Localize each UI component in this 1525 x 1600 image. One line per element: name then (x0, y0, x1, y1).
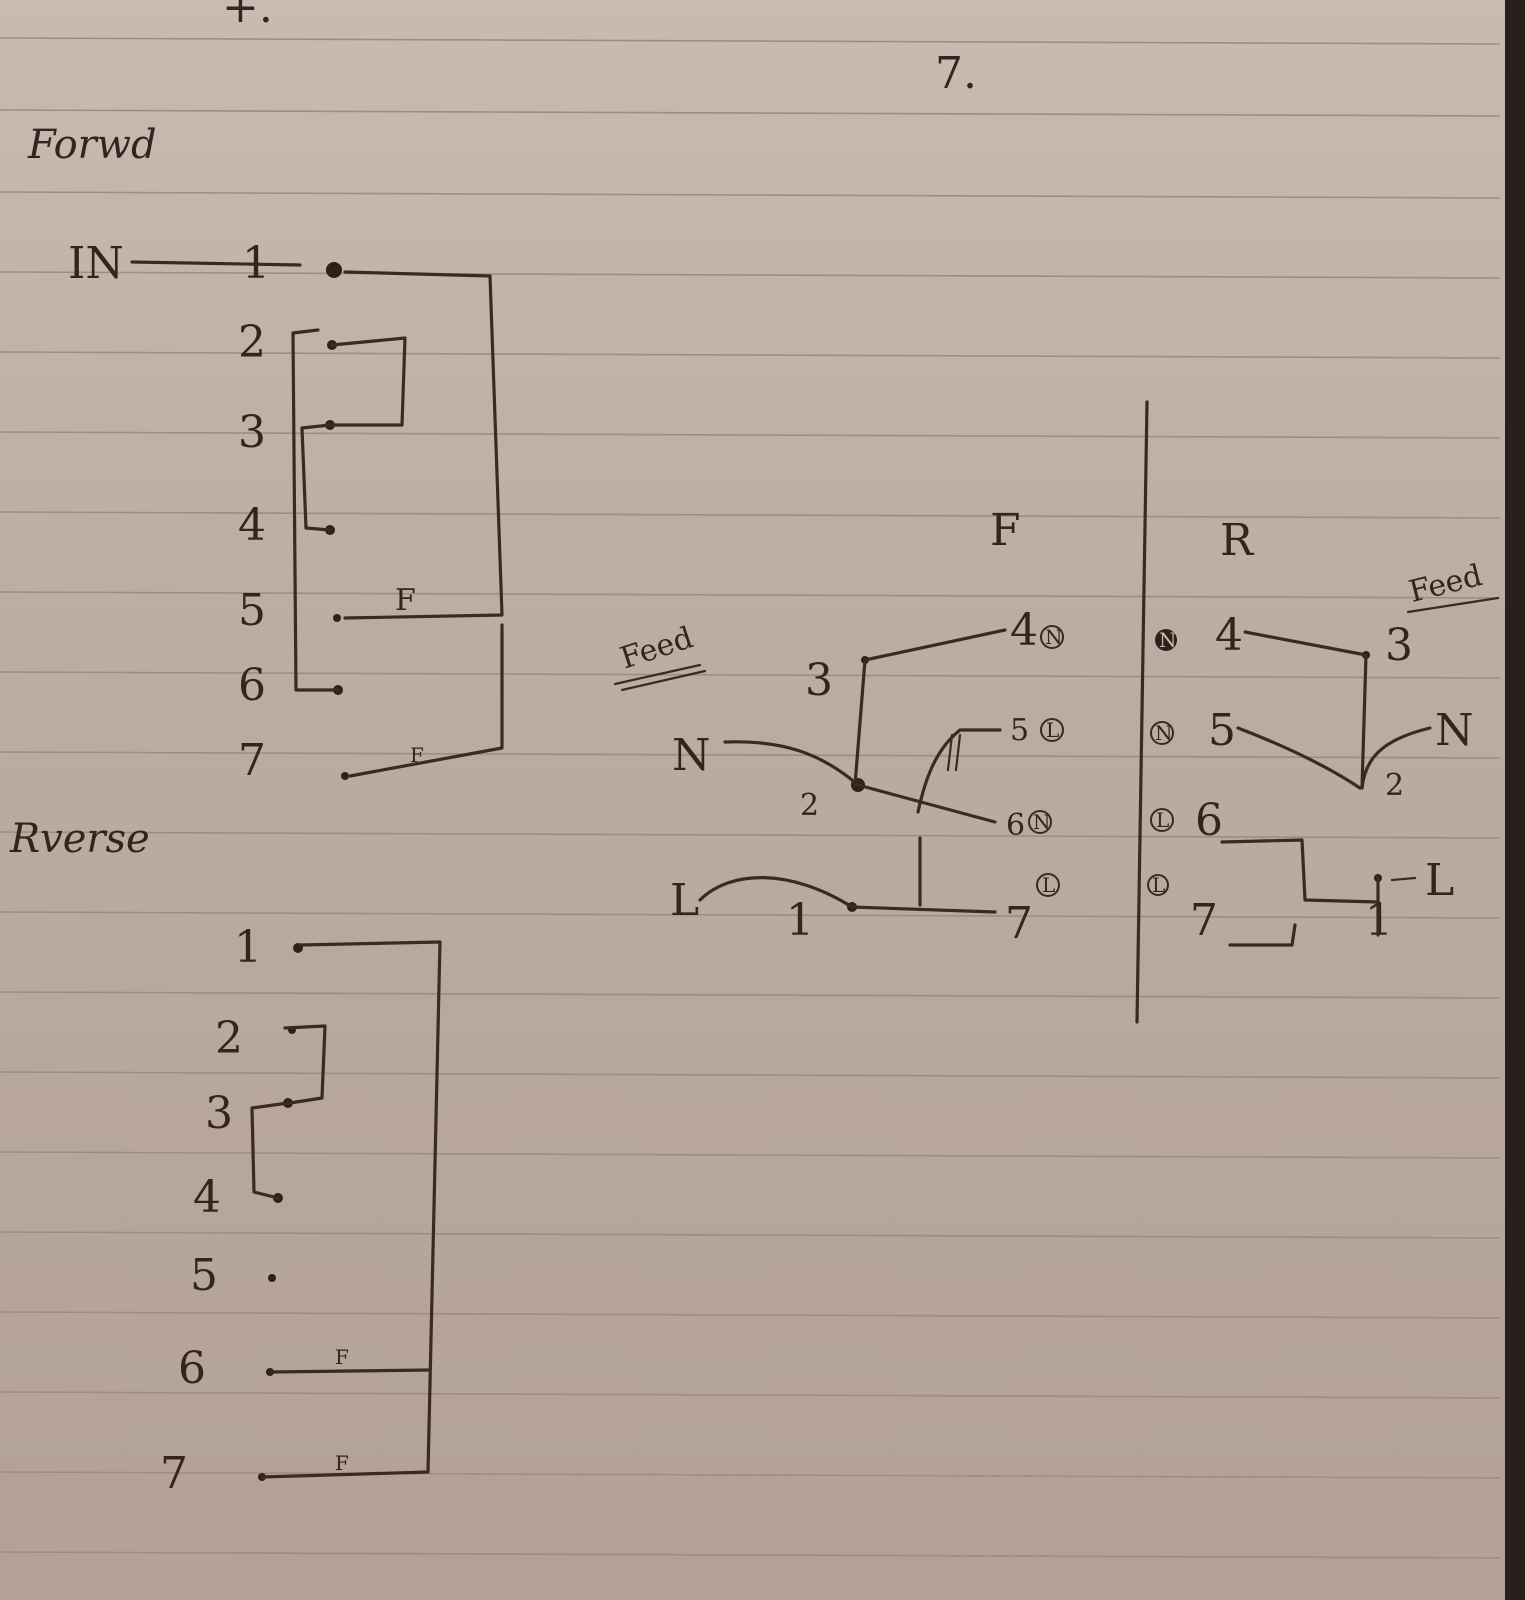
reverse-wire-label-6: F (335, 1345, 349, 1369)
reverse-terminal-2: 2 (215, 1013, 243, 1064)
r-panel: R Feed N N L L 4 5 6 7 3 2 1 N L (1147, 515, 1500, 947)
forward-wire-label-5: F (395, 583, 416, 618)
forward-title: Forwd (27, 122, 157, 168)
r-panel-mark-5-ring (1150, 721, 1174, 745)
f-panel-node-6-label: 6 (1006, 808, 1025, 843)
r-panel-feed-underline (1406, 596, 1500, 614)
reverse-wire-label-7: F (335, 1451, 349, 1475)
f-panel-n-label: N (672, 730, 711, 781)
forward-link-2-6 (291, 328, 340, 692)
f-panel-mark-4: N (1045, 625, 1063, 649)
f-panel-node-7-label: 7 (1005, 898, 1033, 949)
r-panel-mark-6: L (1156, 808, 1169, 832)
r-panel-wire-4-3 (1243, 630, 1368, 657)
forward-wire-label-7: F (410, 743, 424, 767)
forward-in-label: IN (68, 238, 124, 289)
panel-divider (1135, 400, 1149, 1024)
reverse-link-2-3 (283, 1024, 327, 1105)
f-panel-node-3-label: 3 (805, 655, 833, 706)
r-panel-wire-7 (1228, 923, 1297, 947)
r-panel-mark-4-ring (1155, 629, 1177, 651)
r-panel-mark-6-ring (1150, 808, 1174, 832)
r-panel-node-6-label: 6 (1195, 795, 1223, 846)
reverse-terminal-4: 4 (193, 1172, 221, 1223)
r-panel-wire-l (1390, 876, 1417, 882)
reverse-terminal-3: 3 (205, 1088, 233, 1139)
reverse-node-5 (268, 1274, 276, 1282)
r-panel-n-label: N (1435, 705, 1474, 756)
f-panel-mark-5: L (1046, 718, 1059, 742)
r-panel-node-2-label: 2 (1385, 768, 1404, 803)
reverse-diagram: Rverse 1 2 3 4 5 6 7 F F (9, 816, 442, 1499)
f-panel-mark-6-ring (1028, 810, 1052, 834)
f-panel-mark-6: N (1033, 810, 1051, 834)
r-panel-mark-5: N (1155, 721, 1173, 745)
reverse-link-3-4 (250, 1101, 290, 1200)
r-panel-node-3-label: 3 (1385, 620, 1413, 671)
ruled-lines (0, 37, 1501, 1559)
forward-link-3-4 (300, 423, 332, 532)
f-panel-wire-5 (916, 728, 1002, 814)
r-panel-mark-7: L (1152, 873, 1165, 897)
forward-loop-1-5 (343, 270, 504, 620)
forward-terminal-4: 4 (238, 500, 266, 551)
f-panel-feed-underline (613, 663, 707, 692)
r-panel-node-7-label: 7 (1190, 895, 1218, 946)
top-mark: +. (222, 0, 273, 33)
f-panel-node-4-label: 4 (1010, 605, 1038, 656)
f-panel-wire-2-6 (856, 783, 997, 824)
r-panel-node-5-label: 5 (1208, 705, 1236, 756)
f-panel-mark-5-ring (1040, 718, 1064, 742)
reverse-loop-1-7 (260, 940, 442, 1479)
forward-terminal-5: 5 (238, 585, 266, 636)
f-panel-wire-3-4 (863, 628, 1007, 662)
f-panel-wire-1-7 (850, 905, 997, 914)
forward-loop-5-7 (348, 623, 504, 778)
f-panel-heading: F (990, 505, 1021, 556)
f-panel-node-1-label: 1 (786, 895, 814, 946)
forward-node-1 (326, 262, 342, 278)
f-panel-mark-7: L (1042, 873, 1055, 897)
f-panel-wire-3-2 (853, 658, 867, 787)
f-panel-node-5-label: 5 (1010, 713, 1029, 748)
forward-node-7 (341, 772, 349, 780)
forward-terminal-2: 2 (238, 317, 266, 368)
f-panel: F Feed N L 3 2 1 4 5 6 7 N L N L (613, 505, 1064, 949)
f-panel-mark-4-ring (1040, 625, 1064, 649)
forward-terminal-7: 7 (238, 735, 266, 786)
forward-link-2-3 (328, 336, 407, 427)
page-edge-shadow (1505, 0, 1525, 1600)
forward-terminal-3: 3 (238, 407, 266, 458)
f-panel-wire-l-1 (698, 876, 854, 909)
r-panel-node-4-label: 4 (1215, 610, 1243, 661)
forward-terminal-1: 1 (242, 238, 270, 289)
reverse-terminal-5: 5 (190, 1250, 218, 1301)
reverse-title: Rverse (9, 816, 150, 862)
page-number: 7. (935, 48, 977, 99)
r-panel-wire-6-1 (1220, 838, 1380, 904)
r-panel-wire-5-2 (1236, 726, 1362, 790)
f-panel-node-2-label: 2 (800, 788, 819, 823)
r-panel-l-label: L (1425, 855, 1454, 906)
r-panel-wire-3-2 (1360, 653, 1368, 790)
forward-node-5 (333, 614, 341, 622)
forward-terminal-6: 6 (238, 660, 266, 711)
r-panel-heading: R (1220, 515, 1255, 566)
reverse-terminal-7: 7 (160, 1448, 188, 1499)
forward-diagram: Forwd IN 1 2 3 4 5 6 7 F F (27, 122, 504, 786)
reverse-terminal-1: 1 (234, 922, 262, 973)
reverse-terminal-6: 6 (178, 1343, 206, 1394)
r-panel-mark-4: N (1159, 628, 1177, 652)
forward-in-wire (130, 260, 302, 267)
f-panel-wire-5-detail (946, 733, 962, 772)
r-panel-wire-2-n (1360, 726, 1432, 790)
r-panel-mark-7-ring (1147, 874, 1169, 896)
f-panel-wire-n-2 (723, 740, 860, 787)
f-panel-l-label: L (670, 875, 699, 926)
f-panel-mark-7-ring (1036, 873, 1060, 897)
reverse-wire-6 (268, 1368, 432, 1374)
